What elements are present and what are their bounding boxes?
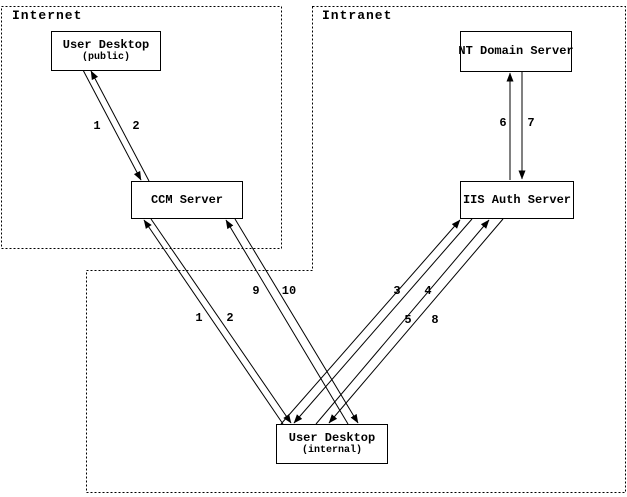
arrow-4-iis-to-internal-desktop [293,218,473,424]
arrow-9-internal-desktop-to-ccm [225,219,349,425]
edge-label-6: 6 [499,116,507,130]
edge-label-4: 4 [424,284,432,298]
node-iis-auth-server: IIS Auth Server [460,181,574,219]
intranet-zone-label: Intranet [322,8,393,23]
edge-label-2-internal: 2 [226,311,234,325]
node-subtitle: (internal) [301,445,362,456]
intranet-zone-border [86,6,626,493]
node-subtitle: (public) [81,52,130,63]
arrow-2-ccm-to-public-desktop [90,70,150,182]
node-title: CCM Server [150,192,223,207]
node-title: NT Domain Server [458,44,574,58]
arrow-8-iis-to-internal-desktop [328,218,504,424]
edge-label-2-public: 2 [132,119,140,133]
internet-zone-label: Internet [12,8,83,23]
arrow-3-internal-desktop-to-iis [280,219,461,425]
edge-label-1-internal: 1 [195,311,203,325]
node-user-desktop-public: User Desktop (public) [51,31,161,71]
edge-label-10: 10 [281,284,297,298]
edge-label-8: 8 [431,313,439,327]
arrow-10-ccm-to-internal-desktop [234,218,359,424]
edge-label-3: 3 [393,284,401,298]
edge-label-9: 9 [252,284,260,298]
arrow-1-public-desktop-to-ccm [82,69,142,181]
node-title: User Desktop [62,38,150,52]
edge-label-7: 7 [527,116,535,130]
arrow-2-ccm-to-internal-desktop [150,218,292,424]
arrow-1-internal-desktop-to-ccm [143,219,284,425]
node-title: IIS Auth Server [462,192,572,207]
node-ccm-server: CCM Server [131,181,243,219]
edge-label-1-public: 1 [93,119,101,133]
edge-label-5: 5 [404,313,412,327]
node-title: User Desktop [288,431,376,445]
node-user-desktop-internal: User Desktop (internal) [276,424,388,464]
arrow-5-internal-desktop-to-iis [315,219,490,425]
internet-zone-border [1,6,282,249]
node-nt-domain-server: NT Domain Server [458,31,574,72]
